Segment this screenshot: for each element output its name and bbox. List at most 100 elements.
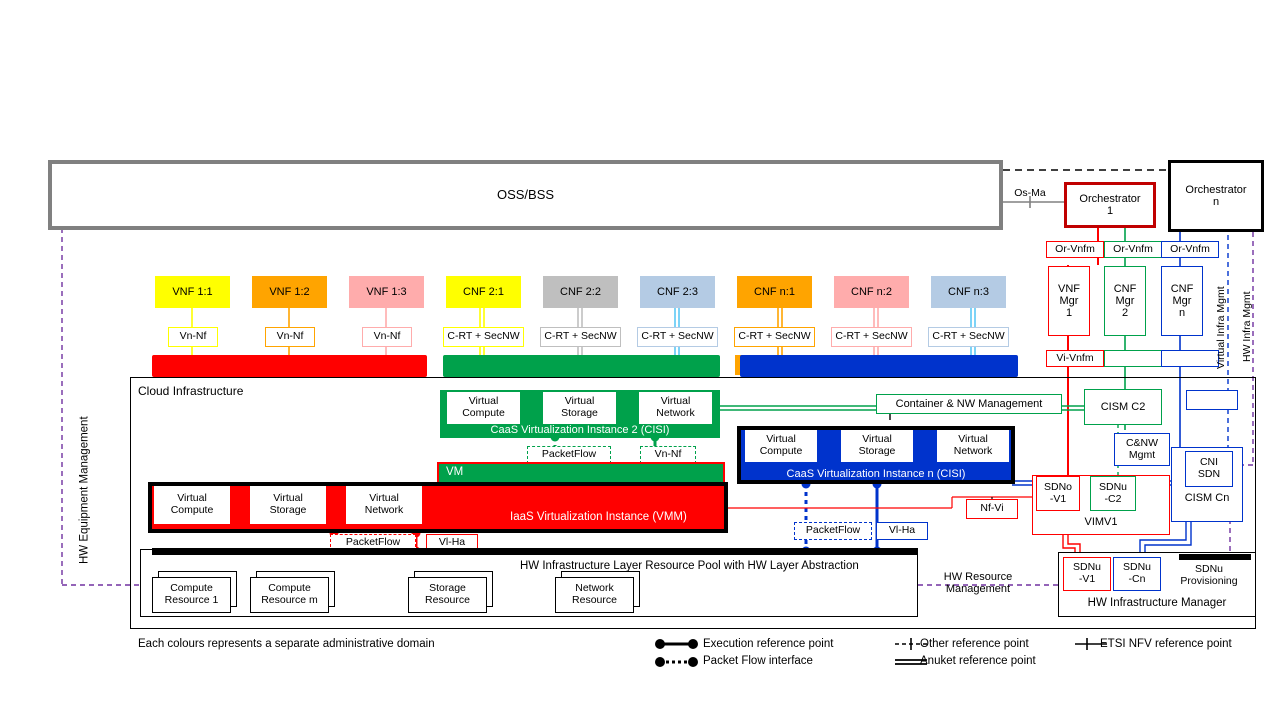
iaas-virtual-network[interactable]: Virtual Network (346, 486, 422, 524)
cism-cn-label: CISM Cn (1184, 491, 1230, 504)
hw-resource-pool-title: HW Infrastructure Layer Resource Pool wi… (520, 560, 859, 572)
function-box-vnf-1-1[interactable]: VNF 1:1 (155, 276, 230, 308)
function-label: VNF 1:2 (269, 285, 310, 298)
sdnu-prov-l2: Provisioning (1180, 575, 1238, 587)
footer-note: Each colours represents a separate admin… (138, 638, 435, 650)
caas2-vn-l2: Network (656, 407, 695, 419)
cnf-mgr-n-box[interactable]: CNF Mgr n (1161, 266, 1203, 336)
vnf-mgr-1-l2: Mgr (1059, 294, 1079, 307)
caas2-vc-l2: Compute (462, 407, 505, 419)
function-label: CNF 2:2 (560, 285, 601, 298)
legend-glyphs (655, 638, 1107, 667)
function-box-vnf-1-2[interactable]: VNF 1:2 (252, 276, 327, 308)
function-box-cnf-2-3[interactable]: CNF 2:3 (640, 276, 715, 308)
caas2-vs-l1: Virtual (564, 395, 595, 408)
function-label: VNF 1:3 (366, 285, 407, 298)
caas-2-title: CaaS Virtualization Instance 2 (CISI) (490, 423, 670, 436)
function-label: CNF n:2 (851, 285, 892, 298)
caas2-virtual-compute[interactable]: Virtual Compute (447, 392, 520, 424)
vm-bar-green[interactable] (437, 462, 725, 484)
nf-vi-box: Nf-Vi (966, 499, 1018, 519)
orchestrator-1-box[interactable]: Orchestrator 1 (1064, 182, 1156, 228)
caasn-vc-l2: Compute (759, 445, 803, 457)
hw-equipment-management-label: HW Equipment Management (78, 416, 91, 564)
caas2-virtual-storage[interactable]: Virtual Storage (543, 392, 616, 424)
sdnu-c2-l1: SDNu (1098, 480, 1127, 493)
sdnu-provisioning-box[interactable]: SDNu Provisioning (1165, 561, 1253, 591)
vi-vnfm-green-blank (1104, 350, 1162, 367)
reference-point-vn-nf: Vn-Nf (362, 327, 412, 347)
container-nw-management-box[interactable]: Container & NW Management (876, 394, 1062, 414)
sdnu-c2-box[interactable]: SDNu -C2 (1090, 476, 1136, 511)
reference-point-c-rt-secnw: C-RT + SecNW (540, 327, 621, 347)
cnw-mgmt-l2: Mgmt (1128, 448, 1156, 461)
hw-resource-l2: Resource m (261, 594, 318, 606)
os-ma-reference-point: Os-Ma (1014, 186, 1046, 199)
caas2-virtual-network[interactable]: Virtual Network (639, 392, 712, 424)
reference-point-c-rt-secnw: C-RT + SecNW (928, 327, 1009, 347)
legend-anuket-label: Anuket reference point (920, 655, 1036, 667)
legend-other-label: Other reference point (920, 638, 1029, 650)
cnf-mgr-2-box[interactable]: CNF Mgr 2 (1104, 266, 1146, 336)
sdnu-v1-box[interactable]: SDNu -V1 (1063, 557, 1111, 591)
reference-point-c-rt-secnw: C-RT + SecNW (637, 327, 718, 347)
vnf-mgr-1-box[interactable]: VNF Mgr 1 (1048, 266, 1090, 336)
sdno-v1-box[interactable]: SDNo -V1 (1036, 476, 1080, 511)
orchestrator-n-line1: Orchestrator (1185, 183, 1247, 196)
reference-point-c-rt-secnw: C-RT + SecNW (443, 327, 524, 347)
oss-bss-box[interactable]: OSS/BSS (48, 160, 1003, 230)
function-label: CNF 2:1 (463, 285, 504, 298)
cloud-infrastructure-frame (130, 377, 1256, 629)
function-box-cnf-2-2[interactable]: CNF 2:2 (543, 276, 618, 308)
caas-n-title: CaaS Virtualization Instance n (CISI) (786, 467, 966, 480)
or-vnfm-red: Or-Vnfm (1046, 241, 1104, 258)
cnw-mgmt-l1: C&NW (1125, 436, 1159, 449)
function-box-cnf-n-2[interactable]: CNF n:2 (834, 276, 909, 308)
hw-resource-l1: Storage (429, 582, 466, 595)
hw-resource-l1: Compute (268, 582, 311, 595)
sdnu-cn-box[interactable]: SDNu -Cn (1113, 557, 1161, 591)
iaas-virtual-compute[interactable]: Virtual Compute (154, 486, 230, 524)
oss-bss-label: OSS/BSS (496, 186, 555, 202)
orchestrator-n-box[interactable]: Orchestrator n (1168, 160, 1264, 232)
sdnu-v1-l1: SDNu (1072, 561, 1101, 574)
cni-sdn-l1: CNI (1199, 456, 1219, 469)
function-box-vnf-1-3[interactable]: VNF 1:3 (349, 276, 424, 308)
function-label: CNF n:3 (948, 285, 989, 298)
iaas-block[interactable] (148, 482, 728, 533)
caas2-vc-l1: Virtual (468, 395, 499, 408)
caasn-virtual-network[interactable]: Virtual Network (937, 430, 1009, 462)
cni-sdn-box[interactable]: CNI SDN (1185, 451, 1233, 487)
reference-point-vn-nf: Vn-Nf (265, 327, 315, 347)
cnf-mgr-n-l1: CNF (1170, 282, 1194, 295)
vimv1-label: VIMV1 (1084, 515, 1118, 528)
cnf-mgr-n-l3: n (1178, 307, 1186, 320)
caasn-vc-l1: Virtual (766, 433, 796, 446)
cnf-mgr-2-l1: CNF (1113, 282, 1137, 295)
cism-c2-box[interactable]: CISM C2 (1084, 389, 1162, 425)
iaas-title: IaaS Virtualization Instance (VMM) (510, 511, 687, 523)
hw-infra-mgmt-label: HW Infra Mgmt (1241, 291, 1254, 363)
vi-vnfm-red: Vi-Vnfm (1046, 350, 1104, 367)
or-vnfm-green: Or-Vnfm (1104, 241, 1162, 258)
caasn-vn-l2: Network (953, 445, 993, 457)
caasn-virtual-storage[interactable]: Virtual Storage (841, 430, 913, 462)
iaas-virtual-storage[interactable]: Virtual Storage (250, 486, 326, 524)
reference-point-c-rt-secnw: C-RT + SecNW (831, 327, 912, 347)
cnw-mgmt-box[interactable]: C&NW Mgmt (1114, 433, 1170, 466)
orchestrator-1-line2: 1 (1106, 205, 1114, 217)
function-box-cnf-n-1[interactable]: CNF n:1 (737, 276, 812, 308)
vnf-mgr-1-l3: 1 (1065, 307, 1073, 320)
hw-resource-l2: Resource (572, 594, 617, 606)
function-box-cnf-2-1[interactable]: CNF 2:1 (446, 276, 521, 308)
hw-resource-l2: Resource (425, 594, 470, 606)
cnf-mgr-2-l2: Mgr (1115, 294, 1135, 307)
iaas-vn-l2: Network (364, 504, 404, 516)
cnf-mgr-2-l3: 2 (1121, 307, 1129, 320)
function-box-cnf-n-3[interactable]: CNF n:3 (931, 276, 1006, 308)
caasn-virtual-compute[interactable]: Virtual Compute (745, 430, 817, 462)
